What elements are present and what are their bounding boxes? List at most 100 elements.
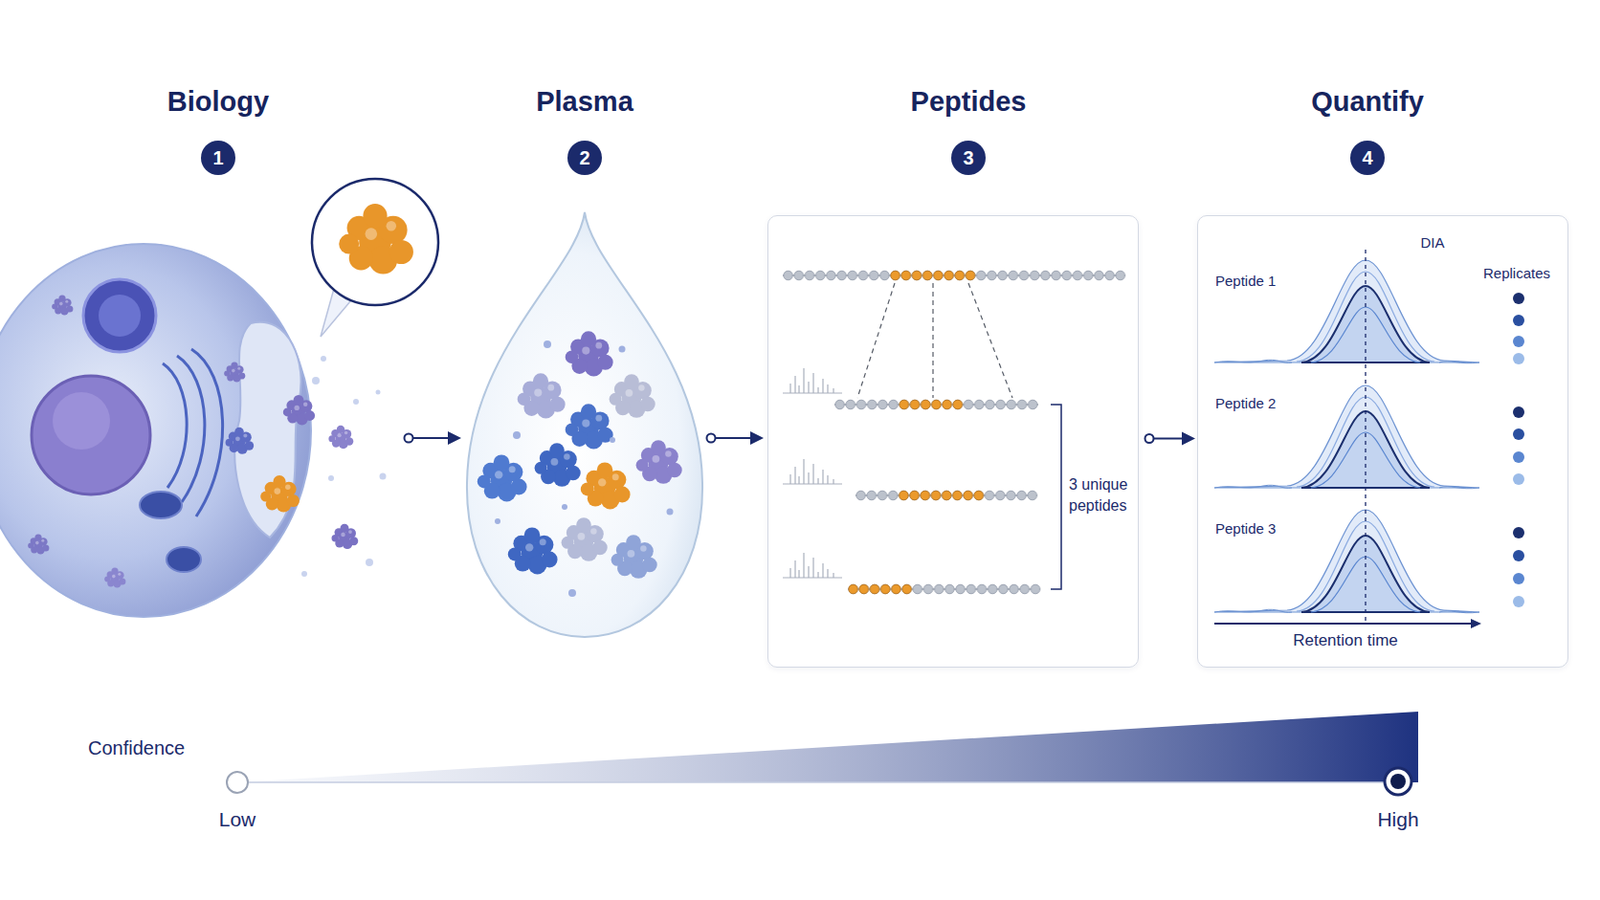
flow-arrow	[413, 437, 450, 440]
cell-illustration	[332, 524, 359, 550]
cell-illustration	[223, 362, 245, 383]
plasma-drop	[609, 374, 656, 419]
peptide-chains	[834, 399, 1039, 411]
cell-illustration	[139, 491, 182, 519]
flow-arrow	[1145, 432, 1197, 446]
step-badge: Peptides3	[951, 140, 986, 176]
chromatogram	[1512, 314, 1525, 327]
axis-label: Retention time	[1259, 630, 1432, 653]
callout-number: 4	[1350, 140, 1385, 176]
plasma-drop	[477, 454, 528, 502]
flow-arrow	[707, 431, 765, 445]
cell-illustration	[27, 534, 49, 556]
cell-illustration	[0, 244, 312, 618]
peptide-chains	[847, 583, 912, 596]
chromatogram	[1512, 292, 1525, 305]
peptide-chains	[855, 489, 1038, 502]
cell-illustration	[332, 524, 359, 550]
bracket-note: 3 unique peptides	[1068, 474, 1138, 516]
connector-start	[1145, 434, 1155, 444]
confidence-bar	[226, 772, 248, 794]
cell-illustration	[301, 571, 308, 578]
step-badge: Plasma2	[567, 140, 602, 176]
cell-illustration	[338, 203, 414, 275]
flow-arrow	[715, 437, 753, 440]
plasma-drop	[534, 443, 581, 488]
peptide-chains	[898, 399, 963, 411]
plasma-drop	[565, 331, 614, 377]
cell-illustration	[31, 376, 151, 495]
chromatogram	[1512, 527, 1525, 539]
step-badge: Quantify4	[1350, 140, 1385, 176]
chromatogram	[1512, 596, 1525, 608]
scale-title: Confidence	[88, 737, 261, 760]
scale-end: High	[1350, 808, 1446, 832]
peptide-chains	[782, 368, 843, 394]
cell-illustration	[234, 322, 301, 538]
cell-illustration	[353, 399, 359, 405]
chromatogram	[1364, 249, 1366, 624]
plasma-drop	[636, 440, 683, 485]
cell-illustration	[83, 279, 156, 353]
confidence-bar	[237, 711, 1419, 783]
confidence-bar	[1390, 774, 1406, 790]
peptide-chains	[889, 269, 977, 282]
cell-illustration	[328, 425, 354, 450]
peptide-chains	[857, 283, 1013, 399]
plasma-drop	[636, 440, 683, 485]
plasma-drop	[534, 443, 581, 488]
peptide-chains	[782, 269, 1126, 282]
flow-arrow	[404, 434, 414, 444]
chromatogram	[1512, 573, 1525, 585]
chromatogram	[1512, 406, 1525, 419]
plasma-drop	[494, 518, 501, 525]
cell-illustration	[52, 392, 111, 450]
plasma-drop	[565, 403, 614, 449]
plasma-drop	[477, 454, 528, 502]
peptide-chains	[1050, 404, 1062, 590]
plasma-drop	[466, 212, 703, 638]
plasma-drop	[517, 373, 566, 419]
cell-illustration	[166, 547, 201, 573]
chromatogram	[1470, 619, 1482, 629]
cell-illustration	[260, 475, 300, 512]
plasma-drop	[512, 431, 521, 440]
cell-illustration	[311, 178, 439, 306]
plasma-drop	[466, 212, 703, 638]
cell-illustration	[104, 568, 126, 589]
plasma-drop	[580, 462, 631, 510]
chromatogram	[1214, 260, 1480, 364]
stage-heading: Plasma	[535, 86, 634, 118]
peptide-chains	[847, 583, 1042, 596]
confidence-bar	[1384, 768, 1412, 796]
chromatogram	[1214, 249, 1525, 629]
chromatogram	[1214, 385, 1480, 489]
plasma-drop	[619, 346, 626, 354]
chromatogram	[1214, 622, 1474, 625]
cell-illustration	[225, 427, 255, 455]
callout-number: 1	[200, 140, 236, 176]
plasma-drop	[568, 589, 577, 598]
cell-illustration	[27, 534, 49, 556]
confidence-bar	[226, 711, 1419, 796]
plasma-drop	[508, 527, 558, 575]
cell-illustration	[365, 558, 374, 567]
peptide-label: Peptide 3	[1215, 519, 1312, 539]
chromatogram	[1512, 451, 1525, 464]
cell-illustration	[379, 473, 387, 481]
flow-arrow	[447, 431, 462, 445]
plasma-drop	[609, 374, 656, 419]
peptide-chains	[782, 269, 1126, 596]
chromatogram	[1512, 335, 1525, 348]
stage-heading: Biology	[167, 86, 269, 118]
stage-heading: Quantify	[1311, 86, 1424, 118]
cell-illustration	[338, 203, 414, 275]
cell-illustration	[225, 427, 255, 455]
stage-panel: 3 unique peptides	[767, 215, 1139, 668]
method-label: DIA	[1403, 233, 1462, 253]
flow-arrow	[404, 431, 463, 445]
plasma-drop	[561, 504, 568, 511]
connector-line	[1153, 438, 1184, 441]
